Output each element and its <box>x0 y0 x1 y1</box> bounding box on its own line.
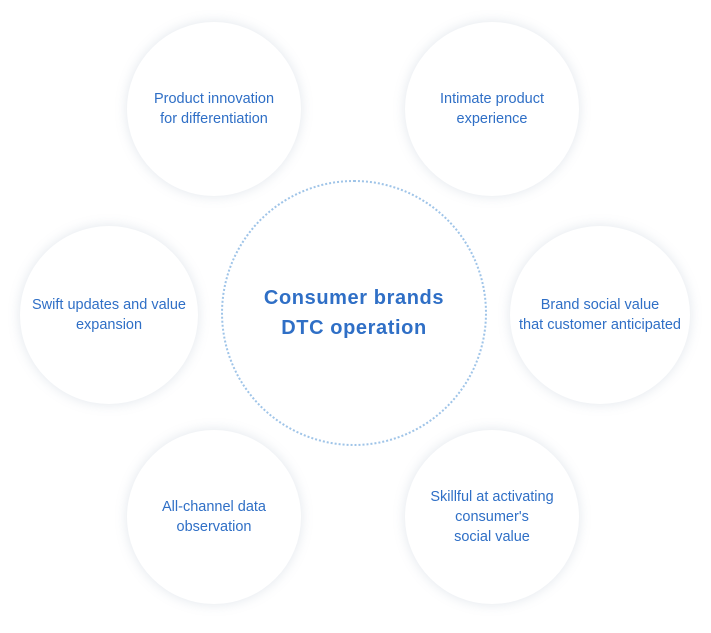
node-all-channel-data: All-channel data observation <box>127 430 301 604</box>
center-circle: Consumer brands DTC operation <box>221 180 487 446</box>
node-swift-updates-label: Swift updates and value expansion <box>32 297 186 333</box>
node-intimate-experience: Intimate product experience <box>405 22 579 196</box>
node-brand-social-value-label: Brand social value that customer anticip… <box>518 297 681 333</box>
node-brand-social-value: Brand social value that customer anticip… <box>510 226 690 404</box>
node-activating-social-value-label: Skillful at activating consumer's social… <box>430 489 554 545</box>
center-title: Consumer brands DTC operation <box>263 287 445 339</box>
node-product-innovation: Product innovation for differentiation <box>127 22 301 196</box>
node-activating-social-value: Skillful at activating consumer's social… <box>405 430 579 604</box>
node-product-innovation-label: Product innovation for differentiation <box>153 91 275 127</box>
node-intimate-experience-label: Intimate product experience <box>440 91 544 127</box>
node-all-channel-data-label: All-channel data observation <box>162 499 266 535</box>
node-swift-updates: Swift updates and value expansion <box>20 226 198 404</box>
